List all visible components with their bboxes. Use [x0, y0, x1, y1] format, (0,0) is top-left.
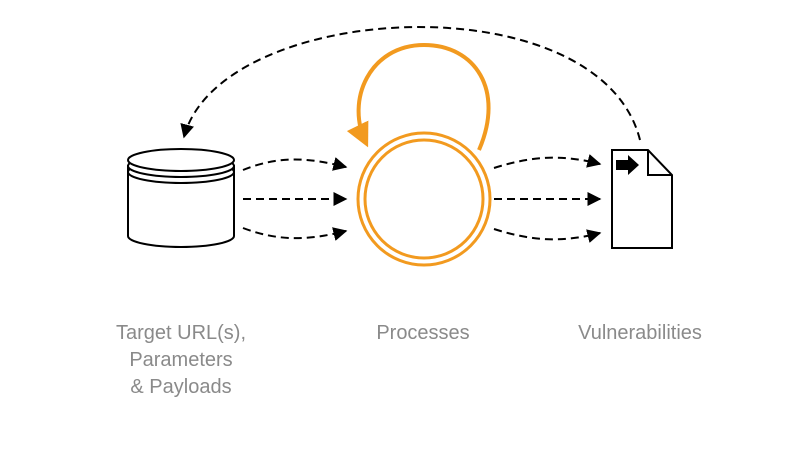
self-loop-arrow [346, 42, 491, 151]
input-label-line: Parameters [129, 349, 233, 371]
output-label: Vulnerabilities [560, 320, 720, 347]
process-label-line: Processes [376, 322, 470, 344]
right-arrow-icon [616, 155, 639, 175]
output-label-line: Vulnerabilities [578, 322, 702, 344]
document-icon [611, 149, 673, 249]
input-label-line: & Payloads [130, 376, 232, 398]
input-label-line: Target URL(s), [115, 322, 247, 344]
database-icon [127, 148, 235, 248]
input-arrows [242, 157, 348, 241]
output-arrows [493, 154, 602, 243]
process-label: Processes [348, 320, 498, 347]
feedback-arrow [180, 26, 641, 141]
input-label: Target URL(s), Parameters & Payloads [86, 320, 276, 401]
process-circle-icon [356, 131, 492, 267]
